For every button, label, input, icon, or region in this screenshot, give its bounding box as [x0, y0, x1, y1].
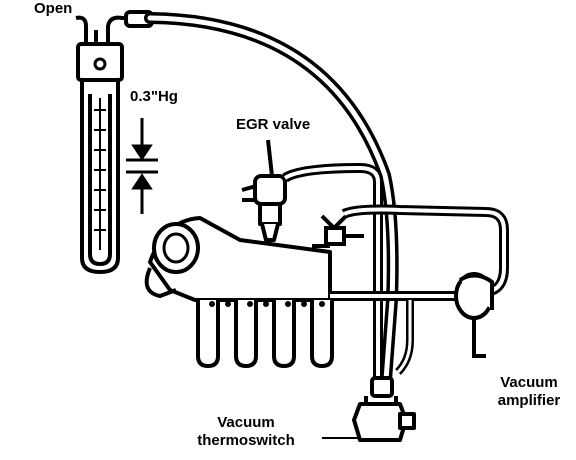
label-vacuum-amplifier: Vacuum amplifier	[482, 374, 576, 410]
label-egr-valve: EGR valve	[236, 116, 311, 133]
intake-manifold	[148, 216, 334, 368]
label-vacuum-thermoswitch: Vacuum thermoswitch	[176, 414, 316, 450]
label-vacuum-thermoswitch-line1: Vacuum	[217, 414, 275, 431]
vacuum-tee	[312, 214, 364, 248]
label-reading: 0.3"Hg	[130, 88, 178, 105]
label-vacuum-amplifier-line1: Vacuum	[500, 374, 558, 391]
reading-indicator	[126, 118, 158, 214]
vacuum-thermoswitch	[352, 376, 416, 442]
vacuum-gauge	[75, 10, 154, 274]
manifold-port-hose	[144, 267, 177, 299]
vacuum-amplifier	[454, 272, 494, 358]
egr-valve	[241, 139, 287, 242]
label-open: Open	[34, 0, 73, 17]
label-vacuum-amplifier-line2: amplifier	[497, 392, 561, 409]
label-vacuum-thermoswitch-line2: thermoswitch	[197, 432, 295, 449]
